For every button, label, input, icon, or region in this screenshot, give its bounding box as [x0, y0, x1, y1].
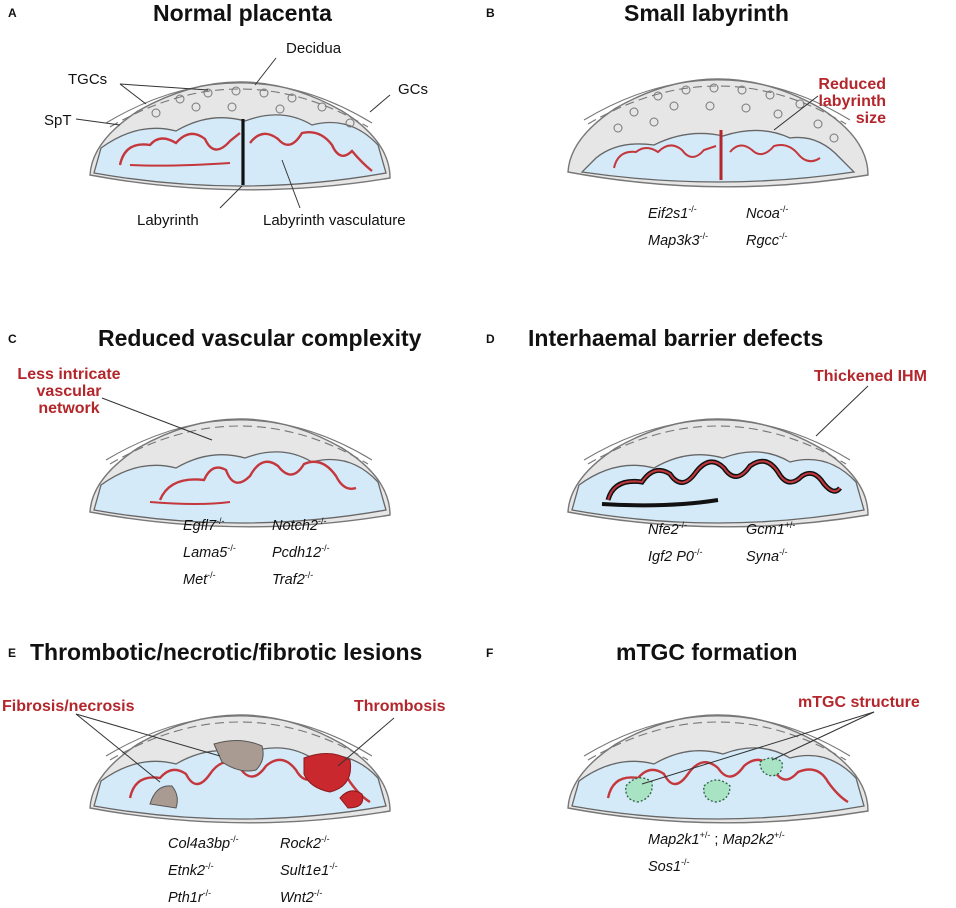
- panel-title: mTGC formation: [616, 639, 798, 665]
- panel-title: Thrombotic/necrotic/fibrotic lesions: [30, 639, 423, 665]
- panel-letter: F: [486, 646, 494, 660]
- label-labyrinth-vasculature: Labyrinth vasculature: [263, 212, 406, 229]
- placenta-diagram: [75, 57, 391, 209]
- label-labyrinth: Labyrinth: [137, 212, 199, 229]
- placenta-diagram: [75, 713, 395, 824]
- panel-e: E Thrombotic/necrotic/fibrotic lesions F…: [0, 598, 478, 905]
- panel-title: Normal placenta: [153, 0, 332, 26]
- panel-f: F mTGC formation mTGC structure Map2k1+/…: [478, 598, 956, 896]
- placenta-schematic: [567, 418, 869, 528]
- placenta-schematic: [567, 714, 869, 824]
- placenta-diagram: [567, 385, 869, 528]
- placenta-schematic: [567, 78, 869, 188]
- gene-list: Gcm1+/- Syna-/-: [746, 520, 796, 565]
- panel-title: Reduced vascular complexity: [98, 325, 422, 351]
- gene-list: Egfl7-/- Lama5-/- Met-/-: [183, 516, 236, 588]
- label-decidua: Decidua: [286, 40, 342, 57]
- callout-reduced-labyrinth: Reduced labyrinth size: [818, 76, 886, 127]
- callout-thrombosis: Thrombosis: [354, 698, 446, 715]
- gene-list: Nfe2-/- Igf2 P0-/-: [648, 520, 703, 565]
- gene-list: Col4a3bp-/- Etnk2-/- Pth1r-/-: [168, 834, 239, 906]
- callout-fibrosis-necrosis: Fibrosis/necrosis: [2, 698, 135, 715]
- placenta-schematic: [89, 418, 391, 528]
- label-gcs: GCs: [398, 81, 428, 98]
- panel-a: A Normal placenta Deci: [0, 0, 478, 298]
- label-spt: SpT: [44, 112, 72, 129]
- gene-list: Eif2s1-/- Map3k3-/-: [648, 204, 709, 249]
- panel-letter: C: [8, 332, 17, 346]
- gene-list: Map2k1+/- ; Map2k2+/- Sos1-/-: [648, 830, 785, 875]
- gene-list: Ncoa-/- Rgcc-/-: [746, 204, 789, 249]
- gene-list: Notch2-/- Pcdh12-/- Traf2-/-: [272, 516, 330, 588]
- placenta-diagram: [567, 711, 875, 824]
- placenta-diagram: [567, 78, 869, 188]
- panel-b: B Small labyrinth Reduced labyrinth size…: [478, 0, 956, 298]
- panel-letter: D: [486, 332, 495, 346]
- panel-letter: E: [8, 646, 17, 660]
- panel-d: D Interhaemal barrier defects Thickened …: [478, 300, 956, 598]
- label-tgcs: TGCs: [68, 71, 108, 88]
- placenta-diagram: [89, 397, 391, 528]
- placenta-schematic: [89, 714, 391, 824]
- gene-list: Rock2-/- Sult1e1-/- Wnt2-/-: [280, 834, 338, 906]
- panel-letter: B: [486, 6, 495, 20]
- panel-letter: A: [8, 6, 17, 20]
- panel-c: C Reduced vascular complexity Less intri…: [0, 300, 478, 598]
- placenta-schematic: [89, 81, 391, 191]
- callout-mtgc-structure: mTGC structure: [798, 694, 920, 711]
- panel-title: Interhaemal barrier defects: [528, 325, 824, 351]
- callout-less-intricate: Less intricate vascular network: [17, 366, 121, 417]
- callout-thickened-ihm: Thickened IHM: [814, 368, 927, 385]
- panel-title: Small labyrinth: [624, 0, 789, 26]
